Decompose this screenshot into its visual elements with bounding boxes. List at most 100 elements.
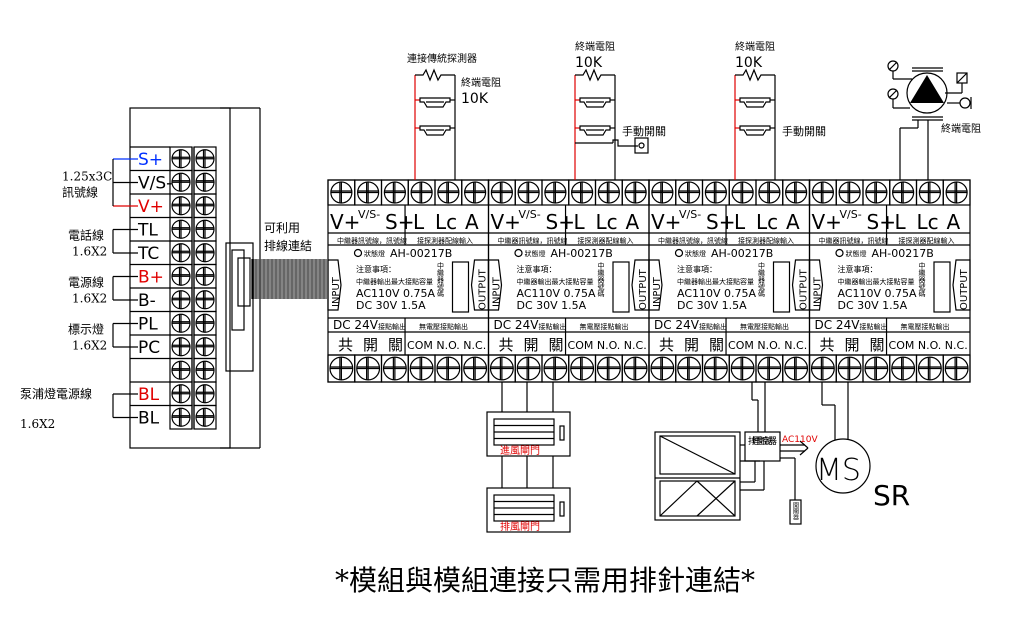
damper-icon (486, 487, 571, 533)
terminal-label: TL (137, 221, 158, 241)
label: 無電壓接點輸出 (901, 322, 950, 331)
screw-terminal (782, 354, 811, 383)
label: 關 (549, 336, 564, 354)
screw-terminal (915, 179, 944, 206)
screw-terminal (889, 354, 918, 383)
label: 開 (845, 336, 860, 354)
address-switch (772, 261, 791, 313)
main-terminal-board: S+V/S-V+TLTCB+B-PLPCBLBL1.25x3C訊號線電話線1.6… (20, 107, 327, 449)
screw-terminal (755, 179, 784, 206)
terminal-cell (942, 179, 971, 206)
label: 連接傳統探測器 (407, 52, 477, 65)
output-connector (791, 259, 811, 311)
screw-terminal (594, 179, 623, 206)
screw-terminal (380, 354, 409, 383)
label: 共 (499, 336, 514, 354)
end-resistor-icon (415, 68, 455, 82)
wire (696, 480, 736, 517)
screw-terminal (568, 354, 597, 383)
board-outline (129, 107, 231, 449)
terminal-label: B+ (138, 268, 164, 288)
label: DC 24V (494, 318, 540, 332)
screw-terminal (327, 179, 356, 206)
label: 10K (461, 91, 489, 107)
label: OUTPUT (799, 268, 810, 310)
terminal-label: V/S- (138, 174, 172, 194)
window-pane (659, 435, 736, 475)
terminal-label: BL (138, 409, 160, 429)
terminal-label: Lc (756, 210, 778, 234)
manual-switch-icon (634, 137, 649, 154)
window-icon (654, 431, 741, 521)
screw-terminal (594, 354, 623, 383)
wire (659, 480, 698, 517)
wire (888, 61, 898, 71)
damper-indicator (559, 425, 565, 441)
terminal-label: L (895, 210, 907, 234)
label: 中繼器號碼 (918, 261, 926, 298)
smoke-detector-icon (419, 125, 451, 136)
model-number: AH-00217B (872, 247, 934, 260)
screw-terminal (541, 354, 570, 383)
label: 接點輸出 (378, 322, 406, 331)
smoke-detector-icon (739, 97, 771, 108)
screw-terminal (169, 169, 193, 195)
label: 終端電阻 (461, 76, 501, 89)
label: 中繼器號碼 (437, 261, 445, 298)
screw-terminal (915, 354, 944, 383)
address-switch (933, 261, 951, 313)
label: 手動開關 (622, 124, 666, 138)
terminal-label: PL (138, 315, 158, 335)
screw-terminal (169, 193, 193, 219)
label: 中繼器輸出最大接點容量 (838, 277, 915, 286)
screw-terminal (407, 179, 436, 206)
screw-terminal (728, 354, 757, 383)
screw-terminal (755, 354, 784, 383)
label: AC110V 0.75A (517, 287, 597, 300)
label: INPUT (331, 276, 342, 307)
label: 開關器 (792, 502, 799, 521)
label: DC 24V (654, 318, 700, 332)
terminal-label: S+ (867, 210, 896, 234)
output-connector (952, 259, 971, 311)
screw-terminal (169, 357, 193, 383)
terminal-label: B- (138, 291, 156, 311)
label: COM N.O. N.C. (407, 339, 486, 352)
wire (799, 447, 809, 456)
screw-terminal (835, 354, 864, 383)
screw-terminal (461, 354, 490, 383)
screw-terminal (514, 354, 543, 383)
smoke-detector-icon (739, 125, 771, 136)
screw-terminal (193, 381, 217, 407)
pump-triangle (910, 75, 944, 103)
screw-terminal (169, 263, 193, 289)
wire-spec: 電話線 (68, 227, 104, 242)
status-lamp-icon (514, 248, 523, 258)
terminal-label: V+ (138, 197, 164, 217)
label: 共 (820, 336, 835, 354)
screw-terminal (621, 179, 650, 206)
wire-spec: 1.6X2 (72, 291, 107, 305)
label: DC 24V (815, 318, 861, 332)
label: INPUT (813, 276, 824, 307)
screw-terminal (193, 146, 217, 172)
screw-terminal (169, 240, 193, 266)
label: 接探測器配線輸入 (899, 236, 955, 245)
wire-spec: 1.25x3C (62, 170, 112, 184)
smoke-detector-icon (419, 97, 451, 108)
label: 狀態燈 (525, 249, 546, 258)
terminal-label: L (734, 210, 746, 234)
label: 終端電阻 (575, 40, 615, 53)
screw-terminal (169, 404, 193, 430)
terminal-label: A (465, 210, 479, 234)
label: AC110V 0.75A (677, 287, 757, 300)
address-switch (612, 261, 630, 313)
wire-spec: 標示燈 (68, 321, 104, 336)
screw-terminal (648, 179, 677, 206)
label: 手動開關 (782, 124, 826, 138)
screw-terminal (169, 146, 193, 172)
